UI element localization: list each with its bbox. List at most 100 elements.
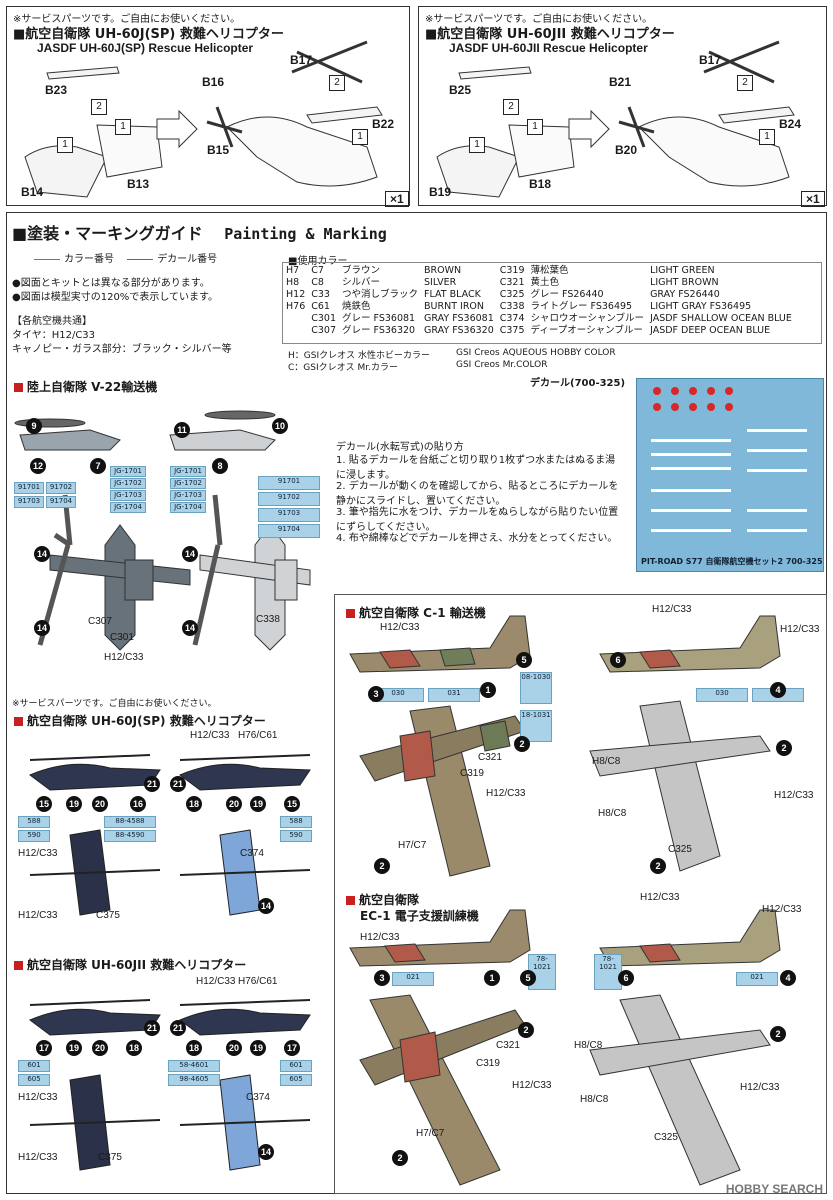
ec1-num-1: 1 (484, 970, 500, 986)
colors-table-cell (286, 325, 311, 337)
v22-decal-jg7: JG-1703 (170, 490, 206, 501)
colors-table-cell: GRAY FS36320 (424, 325, 494, 336)
ec1-num-2a: 2 (518, 1022, 534, 1038)
step-box-2b: 2 (329, 75, 345, 91)
uh60jsp-num-15b: 15 (284, 796, 300, 812)
ec1-color-h12-d: H12/C33 (512, 1080, 552, 1091)
guide-note-2: ●図面は模型実寸の120%で表示しています。 (12, 292, 219, 303)
uh60jsp-color-5: H12/C33 (18, 910, 58, 921)
decal-sheet-art (651, 387, 807, 532)
ec1-color-h12-c: H12/C33 (762, 904, 802, 915)
part-b23: B23 (45, 83, 68, 97)
colors-table-cell: C375 (499, 325, 525, 336)
uh60jii-num-17b: 17 (284, 1040, 300, 1056)
uh60jsp-num-20a: 20 (92, 796, 108, 812)
top-right-panel: ※サービスパーツです。ご自由にお使いください。 ■航空自衛隊 UH-60JII … (418, 6, 827, 207)
v22-decal-r1: 91701 (258, 476, 320, 490)
common-line-1: タイヤ：H12/C33 (12, 330, 96, 341)
v22-decal-jg4: JG-1704 (110, 502, 146, 513)
uh60jii-decal-3: 58-4601 (168, 1060, 220, 1072)
guide-title: ■塗装・マーキングガイド Painting & Marking (12, 220, 387, 244)
part-b22: B22 (372, 117, 395, 131)
colors-table-cell: ライトグレー FS36495 (530, 301, 633, 312)
uh60jsp-service-note: ※サービスパーツです。ご自由にお使いください。 (12, 699, 217, 709)
ec1-decal-021: 021 (392, 972, 434, 986)
part-b18: B18 (529, 177, 552, 191)
part-b13: B13 (127, 177, 150, 191)
ec1-title: 航空自衛隊 EC-1 電子支援訓練機 (346, 892, 479, 924)
colors-table-cell: 薄松葉色 (530, 265, 569, 276)
colors-table-cell: JASDF DEEP OCEAN BLUE (650, 325, 771, 336)
uh60jsp-color-1: H12/C33 (190, 730, 230, 741)
ec1-color-c325: C325 (654, 1132, 678, 1143)
uh60jii-num-14: 14 (258, 1144, 274, 1160)
c1-decal-08: 08-1030 (520, 672, 552, 704)
ec1-color-c319: C319 (476, 1058, 500, 1069)
uh60jsp-num-16b: 18 (186, 796, 202, 812)
colors-table-cell: C307 (311, 325, 337, 336)
uh60jsp-title: 航空自衛隊 UH-60J(SP) 救難ヘリコプター (14, 712, 266, 729)
colors-table-cell: グレー FS36320 (342, 325, 416, 336)
uh60jii-num-18a: 18 (126, 1040, 142, 1056)
uh60jii-drawings (29, 999, 311, 1171)
uh60jii-decal-6: 605 (280, 1074, 312, 1086)
v22-decal-3: 91703 (14, 496, 44, 508)
colors-table-cell: グレー FS26440 (530, 289, 604, 300)
c1-color-h7: H7/C7 (398, 840, 427, 851)
service-parts-note: ※サービスパーツです。ご自由にお使いください。 (13, 14, 241, 25)
uh60jsp-num-19b: 19 (250, 796, 266, 812)
ec1-color-h8-a: H8/C8 (574, 1040, 603, 1051)
v22-decal-jg1: JG-1701 (110, 466, 146, 477)
c1-color-c325: C325 (668, 844, 692, 855)
uh60jii-color-3: H12/C33 (18, 1092, 58, 1103)
uh60jsp-title-en: JASDF UH-60J(SP) Rescue Helicopter (37, 41, 254, 55)
step-box-r1c: 1 (759, 129, 775, 145)
c1-color-c319: C319 (460, 768, 484, 779)
c1-color-h8-b: H8/C8 (598, 808, 627, 819)
uh60jsp-num-14: 14 (258, 898, 274, 914)
decal-howto-3: 3. 筆や指先に水をつけ、デカールをぬらしながら貼りたい位置にずらしてください。 (336, 507, 619, 533)
colors-table-cell: H7 (286, 265, 300, 276)
part-b25: B25 (449, 83, 472, 97)
colors-table-cell: LIGHT BROWN (650, 277, 719, 288)
v22-num-7: 7 (90, 458, 106, 474)
c1-drawings (349, 615, 781, 877)
c1-num-2d: 2 (650, 858, 666, 874)
guide-title-en: Painting & Marking (224, 225, 387, 243)
colors-table-cell: SILVER (424, 277, 457, 288)
uh60jii-title: 航空自衛隊 UH-60JII 救難ヘリコプター (14, 956, 246, 973)
uh60jii-num-19a: 19 (66, 1040, 82, 1056)
v22-title: 陸上自衛隊 V-22輸送機 (14, 378, 157, 395)
ec1-color-h12-b: H12/C33 (640, 892, 680, 903)
c1-ec1-panel (334, 594, 827, 1194)
uh60jsp-color-4: C374 (240, 848, 264, 859)
uh60jsp-decal-3: 88-4588 (104, 816, 156, 828)
maker-c-en: GSI Creos Mr.COLOR (456, 360, 548, 370)
c1-num-2c: 2 (776, 740, 792, 756)
part-b20: B20 (615, 143, 638, 157)
v22-num-9: 9 (26, 418, 42, 434)
ec1-num-5: 5 (520, 970, 536, 986)
c1-color-h12-a: H12/C33 (380, 622, 420, 633)
v22-decal-1: 91701 (14, 482, 44, 494)
colors-table-cell (286, 313, 311, 325)
colors-table-cell: C325 (499, 289, 525, 300)
c1-color-h12-b: H12/C33 (652, 604, 692, 615)
v22-num-14a: 14 (34, 546, 50, 562)
colors-title: ■使用カラー (288, 256, 348, 267)
v22-drawings (14, 410, 311, 651)
uh60jsp-title-jp: ■航空自衛隊 UH-60J(SP) 救難ヘリコプター (13, 27, 284, 42)
step-box-r2b: 2 (737, 75, 753, 91)
colors-table-cell: H8 (286, 277, 300, 288)
watermark: HOBBY SEARCH (725, 1182, 823, 1196)
c1-color-h8-a: H8/C8 (592, 756, 621, 767)
ec1-num-2c: 2 (770, 1026, 786, 1042)
colors-table-box (282, 262, 822, 344)
colors-table-cell: BURNT IRON (424, 301, 485, 312)
uh60jsp-assembly-diagram (24, 40, 383, 198)
ec1-num-6: 6 (618, 970, 634, 986)
c1-num-5: 5 (516, 652, 532, 668)
